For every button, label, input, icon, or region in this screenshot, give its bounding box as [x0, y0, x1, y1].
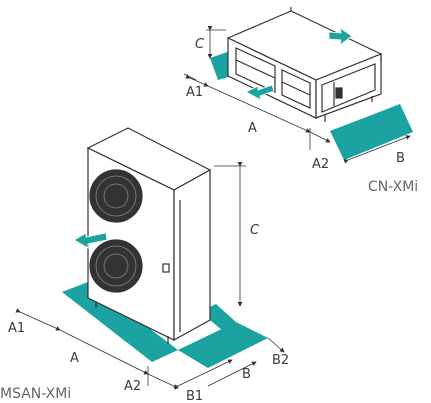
top-label-a2: A2: [312, 157, 329, 172]
top-label-a1: A1: [186, 85, 203, 100]
bottom-label-c: C: [250, 223, 260, 238]
bottom-outlet-arrow: [73, 232, 108, 249]
top-unit-body: [226, 7, 383, 122]
top-label-b: B: [396, 151, 405, 166]
bottom-label-b: B: [242, 367, 251, 382]
bottom-label-a: A: [70, 351, 79, 366]
bottom-label-b2: B2: [272, 353, 289, 368]
bottom-clearance-right: [178, 322, 268, 368]
bottom-model-label: MSAN-XMi: [0, 386, 71, 402]
top-intake-arrow: [328, 27, 353, 46]
top-label-c: C: [195, 37, 205, 52]
top-unit: C A1 A A2 B CN-XMi: [183, 7, 418, 195]
top-outlet-arrow: [245, 84, 275, 101]
top-label-a: A: [248, 121, 257, 136]
bottom-dimension-lines: [15, 162, 285, 390]
bottom-unit: C A1 A A2 B B1 B2 MSAN-XMi: [0, 127, 289, 403]
bottom-label-b1: B1: [186, 389, 203, 403]
top-model-label: CN-XMi: [368, 179, 418, 195]
bottom-label-a1: A1: [8, 321, 25, 336]
bottom-label-a2: A2: [124, 379, 141, 394]
top-dimension-lines: [183, 26, 411, 164]
bottom-clearance-front: [62, 282, 178, 362]
